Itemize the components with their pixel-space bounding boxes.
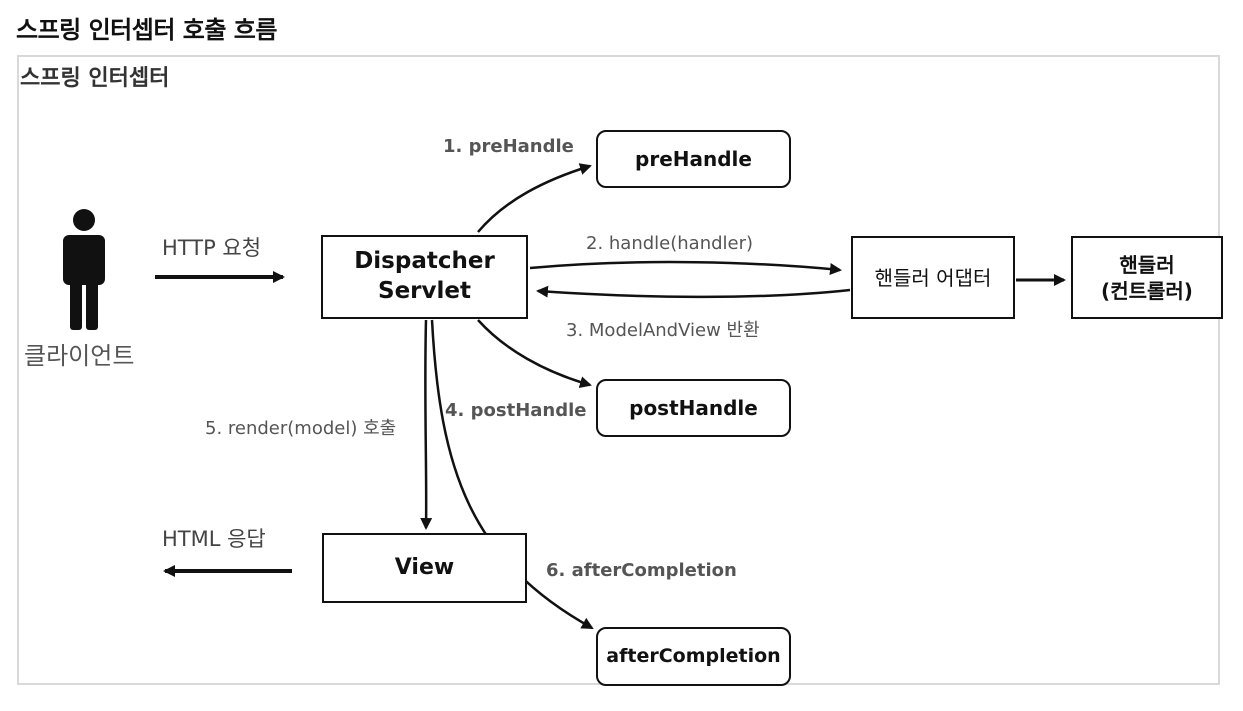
render-arrow — [420, 319, 433, 530]
posthandle-box: postHandle — [596, 379, 791, 437]
prehandle-arrow — [477, 163, 592, 233]
posthandle-label: postHandle — [629, 396, 758, 420]
aftercompletion-arrow — [430, 319, 594, 630]
posthandle-arrow — [477, 319, 592, 388]
person-icon — [63, 209, 105, 330]
dispatcher-line2: Servlet — [378, 278, 471, 304]
prehandle-box: preHandle — [596, 130, 791, 188]
step1-label: 1. preHandle — [443, 136, 574, 157]
view-box: View — [322, 533, 527, 603]
handler-line1: 핸들러 — [1119, 252, 1175, 277]
http-request-label: HTTP 요청 — [162, 236, 262, 260]
handler-box: 핸들러 (컨트롤러) — [1071, 236, 1223, 319]
step5-label: 5. render(model) 호출 — [205, 418, 397, 439]
handler-line2: (컨트롤러) — [1101, 278, 1193, 303]
prehandle-label: preHandle — [635, 147, 752, 171]
step2-label: 2. handle(handler) — [586, 233, 754, 254]
view-label: View — [394, 554, 455, 580]
step6-label: 6. afterCompletion — [546, 560, 737, 581]
page-title: 스프링 인터셉터 호출 흐름 — [16, 16, 277, 44]
html-response-label: HTML 응답 — [162, 527, 266, 551]
handler-adapter-box: 핸들러 어댑터 — [851, 236, 1015, 319]
step3-label: 3. ModelAndView 반환 — [566, 320, 760, 341]
panel-label: 스프링 인터셉터 — [20, 66, 170, 91]
dispatcher-servlet-box: Dispatcher Servlet — [321, 235, 528, 319]
step4-label: 4. postHandle — [445, 400, 587, 421]
client-label: 클라이언트 — [24, 342, 135, 370]
aftercompletion-box: afterCompletion — [596, 627, 791, 686]
dispatcher-line1: Dispatcher — [354, 248, 495, 275]
handle-arrow — [529, 260, 842, 275]
modelandview-arrow — [536, 285, 851, 299]
aftercompletion-label: afterCompletion — [606, 645, 781, 668]
handler-adapter-label: 핸들러 어댑터 — [874, 265, 992, 290]
